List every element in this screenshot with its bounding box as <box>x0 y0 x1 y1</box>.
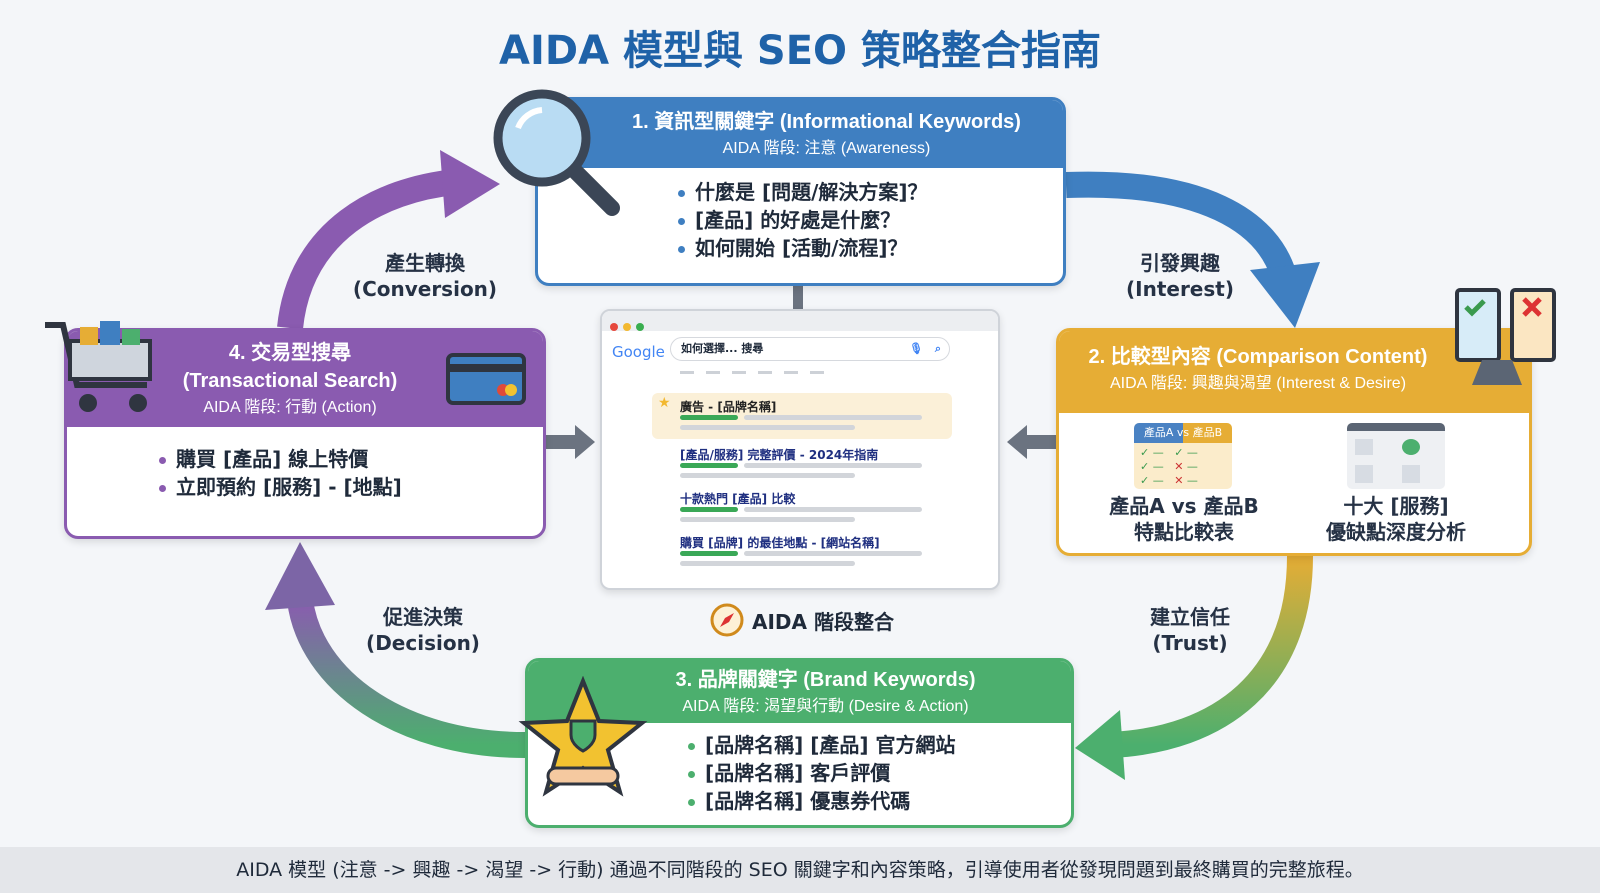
transition-trust: 建立信任(Trust) <box>1150 605 1230 655</box>
stage1-title: 1. 資訊型關鍵字 (Informational Keywords) <box>632 111 1021 133</box>
stage1-subtitle: AIDA 階段: 注意 (Awareness) <box>722 140 931 157</box>
result-comparison[interactable]: 十款熱門 [產品] 比較 <box>680 492 796 506</box>
star-handshake-icon <box>518 676 648 797</box>
stage2-subtitle: AIDA 階段: 興趣與渴望 (Interest & Desire) <box>1109 375 1407 392</box>
stage2-title: 2. 比較型內容 (Comparison Content) <box>1088 346 1428 368</box>
arrow-to-browser <box>546 425 595 459</box>
stage3-title: 3. 品牌關鍵字 (Brand Keywords) <box>675 669 976 691</box>
transition-conversion: 產生轉換(Conversion) <box>352 251 498 301</box>
stage4-subtitle: AIDA 階段: 行動 (Action) <box>203 399 377 416</box>
list-item: [品牌名稱] 客戶評價 <box>688 759 1071 787</box>
footer-summary: AIDA 模型 (注意 -> 興趣 -> 渴望 -> 行動) 通過不同階段的 S… <box>0 847 1600 893</box>
card-analysis-line1: 十大 [服務] <box>1343 494 1449 518</box>
stage3-card: 3. 品牌關鍵字 (Brand Keywords) AIDA 階段: 渴望與行動… <box>525 658 1074 828</box>
browser-titlebar <box>602 311 998 331</box>
comparison-table-icon: 產品A vs 產品B ✓ — ✓ —✓ — ✕ —✓ — ✕ — <box>1134 423 1232 489</box>
credit-card-icon <box>446 353 526 405</box>
arrow-trust-head <box>1075 710 1125 780</box>
arrow-conversion-head <box>440 150 500 218</box>
list-item: [產品] 的好處是什麼？ <box>678 206 1063 234</box>
stage4-title-line2: (Transactional Search) <box>182 370 398 392</box>
result-ad[interactable]: 廣告 - [品牌名稱] <box>680 400 777 414</box>
stage2-card: 2. 比較型內容 (Comparison Content) AIDA 階段: 興… <box>1056 328 1532 556</box>
arrow-interest <box>1065 171 1298 284</box>
result-buy[interactable]: 購買 [品牌] 的最佳地點 - [網站名稱] <box>680 536 880 550</box>
arrow-trust <box>1109 555 1313 758</box>
card-comparison-line2: 特點比較表 <box>1134 520 1234 544</box>
search-results-browser: Google 如何選擇... 搜尋🎙⌕ ★ 廣告 - [品牌名稱] [產品/服務… <box>600 309 1000 590</box>
transition-decision: 促進決策(Decision) <box>366 605 480 655</box>
arrow-decision-head <box>265 542 335 610</box>
stage3-subtitle: AIDA 階段: 渴望與行動 (Desire & Action) <box>682 698 969 715</box>
compass-icon <box>710 603 744 637</box>
card-analysis-line2: 優缺點深度分析 <box>1326 520 1466 544</box>
result-review[interactable]: [產品/服務] 完整評價 - 2024年指南 <box>680 448 879 462</box>
center-label: AIDA 階段整合 <box>710 603 894 637</box>
transition-interest: 引發興趣(Interest) <box>1126 251 1234 301</box>
list-item: 立即預約 [服務] - [地點] <box>159 473 543 501</box>
stage1-card: 1. 資訊型關鍵字 (Informational Keywords) AIDA … <box>535 97 1066 286</box>
arrow-from-comparison <box>1007 425 1056 459</box>
google-logo: Google <box>612 343 665 361</box>
shopping-cart-icon <box>45 321 152 412</box>
star-icon: ★ <box>658 395 671 411</box>
magnifier-icon <box>493 89 620 216</box>
search-input[interactable]: 如何選擇... 搜尋🎙⌕ <box>670 337 950 361</box>
mic-icon[interactable]: 🎙 <box>909 342 923 355</box>
checklist-icon <box>1455 288 1556 385</box>
arrow-decision <box>287 597 526 758</box>
page-title: AIDA 模型與 SEO 策略整合指南 <box>499 28 1101 74</box>
list-item: 什麼是 [問題/解決方案]？ <box>678 178 1063 206</box>
list-item: [品牌名稱] 優惠券代碼 <box>688 787 1071 815</box>
analysis-dashboard-icon <box>1347 423 1445 489</box>
arrow-interest-head <box>1250 262 1320 328</box>
search-icon[interactable]: ⌕ <box>934 342 941 355</box>
card-comparison-line1: 產品A vs 產品B <box>1109 494 1259 518</box>
list-item: 購買 [產品] 線上特價 <box>159 445 543 473</box>
list-item: [品牌名稱] [產品] 官方網站 <box>688 731 1071 759</box>
list-item: 如何開始 [活動/流程]？ <box>678 234 1063 262</box>
search-tabs[interactable] <box>680 371 830 374</box>
arrow-conversion <box>277 169 457 330</box>
stage4-title-line1: 4. 交易型搜尋 <box>228 342 352 364</box>
connector-top <box>793 286 803 310</box>
